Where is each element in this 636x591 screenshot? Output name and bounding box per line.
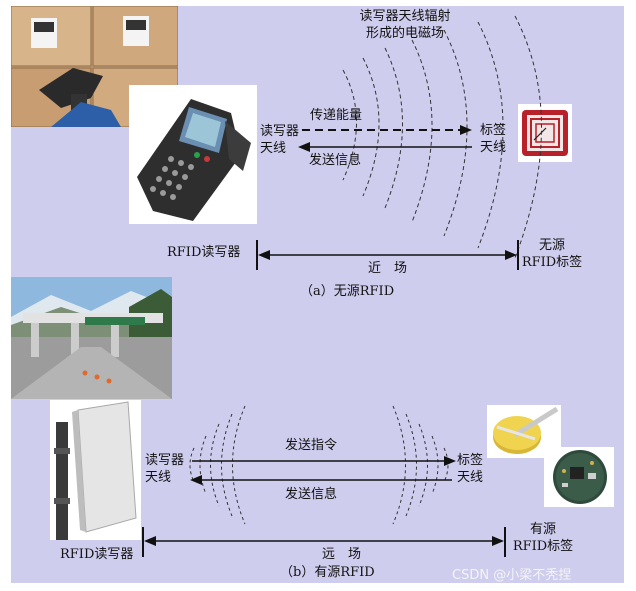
- send-arrow-a: [298, 142, 472, 152]
- tag-antenna-label-a: 标签 天线: [480, 123, 507, 155]
- radiation-waves-tag-b: [392, 405, 449, 525]
- energy-arrow: [302, 125, 472, 135]
- send-arrow-b: [190, 475, 452, 485]
- reader-antenna-label-a: 读写器 天线: [260, 124, 300, 156]
- radiation-waves-reader-b: [189, 405, 246, 525]
- handheld-reader-photo: [129, 85, 257, 224]
- coin-battery-photo: [487, 405, 561, 458]
- toll-station-photo: [11, 277, 172, 399]
- rfid-reader-label-a: RFID读写器: [167, 245, 241, 260]
- command-arrow: [192, 456, 456, 466]
- active-tag-board-photo: [544, 447, 614, 507]
- watermark: CSDN @小梁不秃捏: [452, 568, 572, 583]
- passive-tag-photo: [518, 104, 572, 162]
- far-field-range-arrow: [142, 527, 506, 557]
- passive-tag-label: 无源 RFID标签: [521, 238, 583, 270]
- active-tag-label: 有源 RFID标签: [512, 522, 574, 554]
- near-field-range-arrow: [256, 240, 519, 270]
- em-field-waves-a: [342, 15, 542, 259]
- energy-transfer-label: 传递能量: [310, 108, 363, 123]
- tag-antenna-label-b: 标签 天线: [457, 453, 484, 485]
- send-command-label: 发送指令: [285, 438, 338, 453]
- caption-b: （b）有源RFID: [280, 565, 375, 580]
- caption-a: （a）无源RFID: [300, 284, 395, 299]
- radiation-field-label: 读写器天线辐射 形成的电磁场: [359, 9, 451, 41]
- far-field-label: 远 场: [322, 547, 362, 562]
- send-info-label-b: 发送信息: [285, 487, 338, 502]
- near-field-label: 近 场: [368, 261, 408, 276]
- send-info-label-a: 发送信息: [309, 153, 362, 168]
- rfid-reader-label-b: RFID读写器: [60, 547, 134, 562]
- panel-antenna-photo: [50, 400, 141, 540]
- reader-antenna-label-b: 读写器 天线: [145, 453, 185, 485]
